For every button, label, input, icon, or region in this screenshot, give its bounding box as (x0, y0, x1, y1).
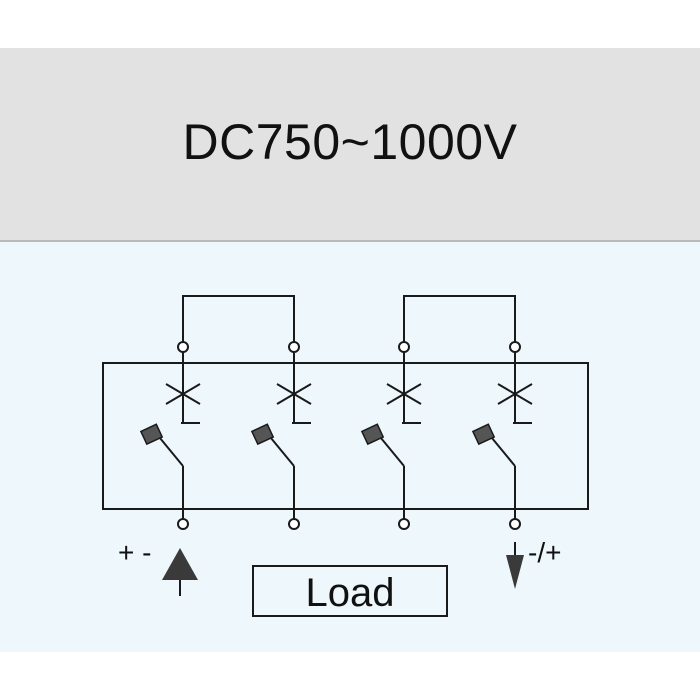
pole-3-bottom-terminal (398, 518, 410, 530)
pole-4-blade-handle (471, 423, 496, 446)
pole-2-blade-handle (250, 423, 275, 446)
pole-1-cross-b (165, 383, 201, 405)
pole-4-bottom-terminal (509, 518, 521, 530)
negative-terminal-label: -/+ (528, 537, 561, 568)
pole-3-cross-b (386, 383, 422, 405)
pole-1-top-terminal (177, 341, 189, 353)
diagram-background (0, 242, 700, 652)
header-band: DC750~1000V (0, 48, 700, 242)
pole-1-bottom-terminal (177, 518, 189, 530)
voltage-title: DC750~1000V (182, 114, 518, 170)
pole-4-cross-b (497, 383, 533, 405)
pole-2-cross-b (276, 383, 312, 405)
load-box: Load (252, 565, 448, 617)
top-jumper-right (403, 295, 516, 344)
pole-4-top-terminal (509, 341, 521, 353)
positive-terminal: + - (118, 537, 198, 596)
positive-terminal-label: + - (118, 537, 151, 568)
switch-enclosure (102, 362, 589, 510)
load-box-border (252, 565, 448, 617)
pole-1-blade-handle (139, 423, 164, 446)
down-arrow-icon (506, 555, 524, 589)
pole-2-bottom-terminal (288, 518, 300, 530)
negative-terminal: -/+ (506, 537, 561, 589)
top-jumper-left (182, 295, 295, 344)
pole-2-top-terminal (288, 341, 300, 353)
load-label: Load (306, 571, 395, 615)
pole-3-top-terminal (398, 341, 410, 353)
pole-3-blade-handle (360, 423, 385, 446)
diagram-lines (102, 295, 589, 510)
poles-group (139, 341, 533, 530)
up-arrow-icon (162, 548, 198, 580)
